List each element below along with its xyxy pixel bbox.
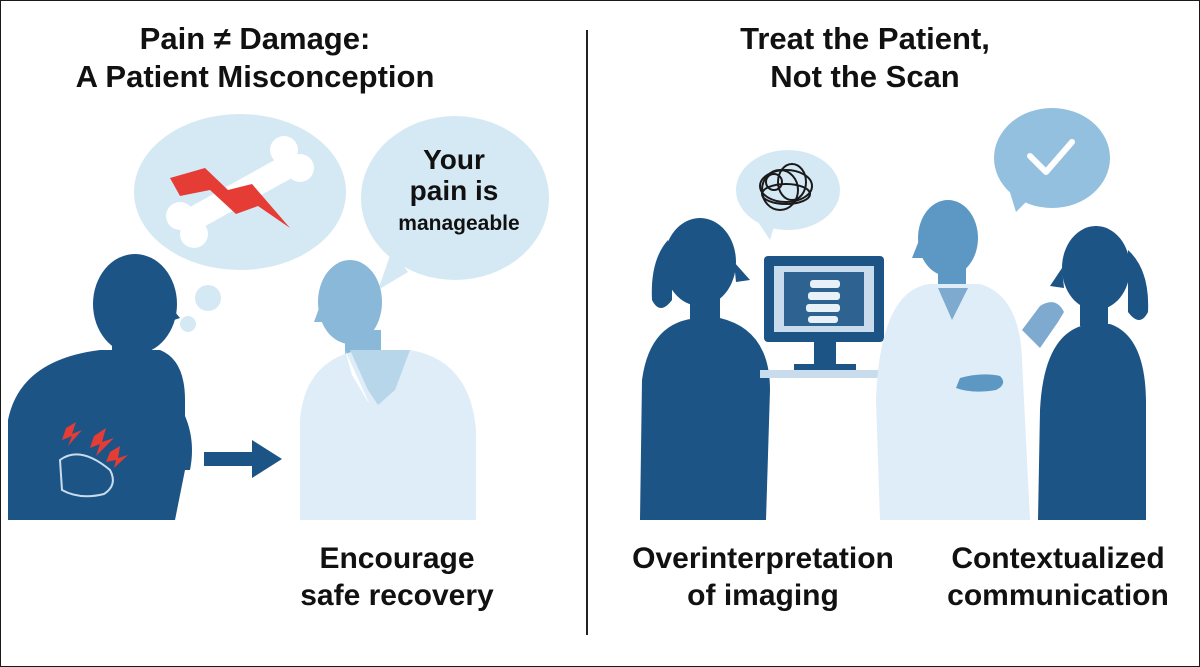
- caption-mid-line-1: Overinterpretation: [632, 542, 894, 575]
- caption-left-line-1: Encourage: [319, 542, 475, 575]
- arrow-right-icon: [204, 440, 282, 478]
- right-panel-title: Treat the Patient, Not the Scan: [620, 20, 1110, 96]
- left-panel-title: Pain ≠ Damage: A Patient Misconception: [10, 20, 500, 96]
- speech-line-1: Your: [423, 144, 485, 175]
- lightning-bolt-icon: [170, 168, 290, 228]
- right-title-line-2: Not the Scan: [770, 59, 960, 94]
- desk: [760, 370, 930, 378]
- caption-overinterpretation: Overinterpretation of imaging: [606, 540, 920, 614]
- caption-contextualized: Contextualized communication: [928, 540, 1188, 614]
- spine-xray-icon: [806, 280, 840, 323]
- tangled-scribble-icon: [759, 163, 813, 211]
- monitor-icon: [764, 256, 884, 372]
- woman-patient-right: [1038, 226, 1149, 520]
- caption-right-line-1: Contextualized: [951, 542, 1165, 575]
- patient-hand: [58, 453, 114, 498]
- speech-bubble-text-sub: manageable: [369, 211, 549, 237]
- speech-line-3: manageable: [398, 212, 520, 235]
- caption-encourage-recovery: Encourage safe recovery: [262, 540, 532, 614]
- left-title-line-2: A Patient Misconception: [75, 59, 435, 94]
- speech-bubble: [361, 116, 549, 290]
- left-title-line-1: Pain ≠ Damage:: [139, 21, 371, 56]
- doctor-figure-right: [876, 200, 1064, 520]
- scribble-bubble: [736, 150, 840, 240]
- caption-right-line-2: communication: [947, 579, 1169, 612]
- caption-mid-line-2: of imaging: [687, 579, 839, 612]
- bone-icon: [166, 136, 314, 248]
- speech-bubble-text-main: Your pain is: [404, 144, 504, 206]
- woman-patient-left: [640, 218, 770, 520]
- speech-line-2: pain is: [409, 175, 499, 206]
- panel-divider: [586, 30, 588, 635]
- check-bubble: [994, 108, 1110, 212]
- caption-left-line-2: safe recovery: [300, 579, 494, 612]
- doctor-figure: [300, 260, 476, 520]
- checkmark-icon: [1027, 139, 1075, 175]
- pain-marks: [62, 422, 128, 468]
- right-title-line-1: Treat the Patient,: [740, 21, 990, 56]
